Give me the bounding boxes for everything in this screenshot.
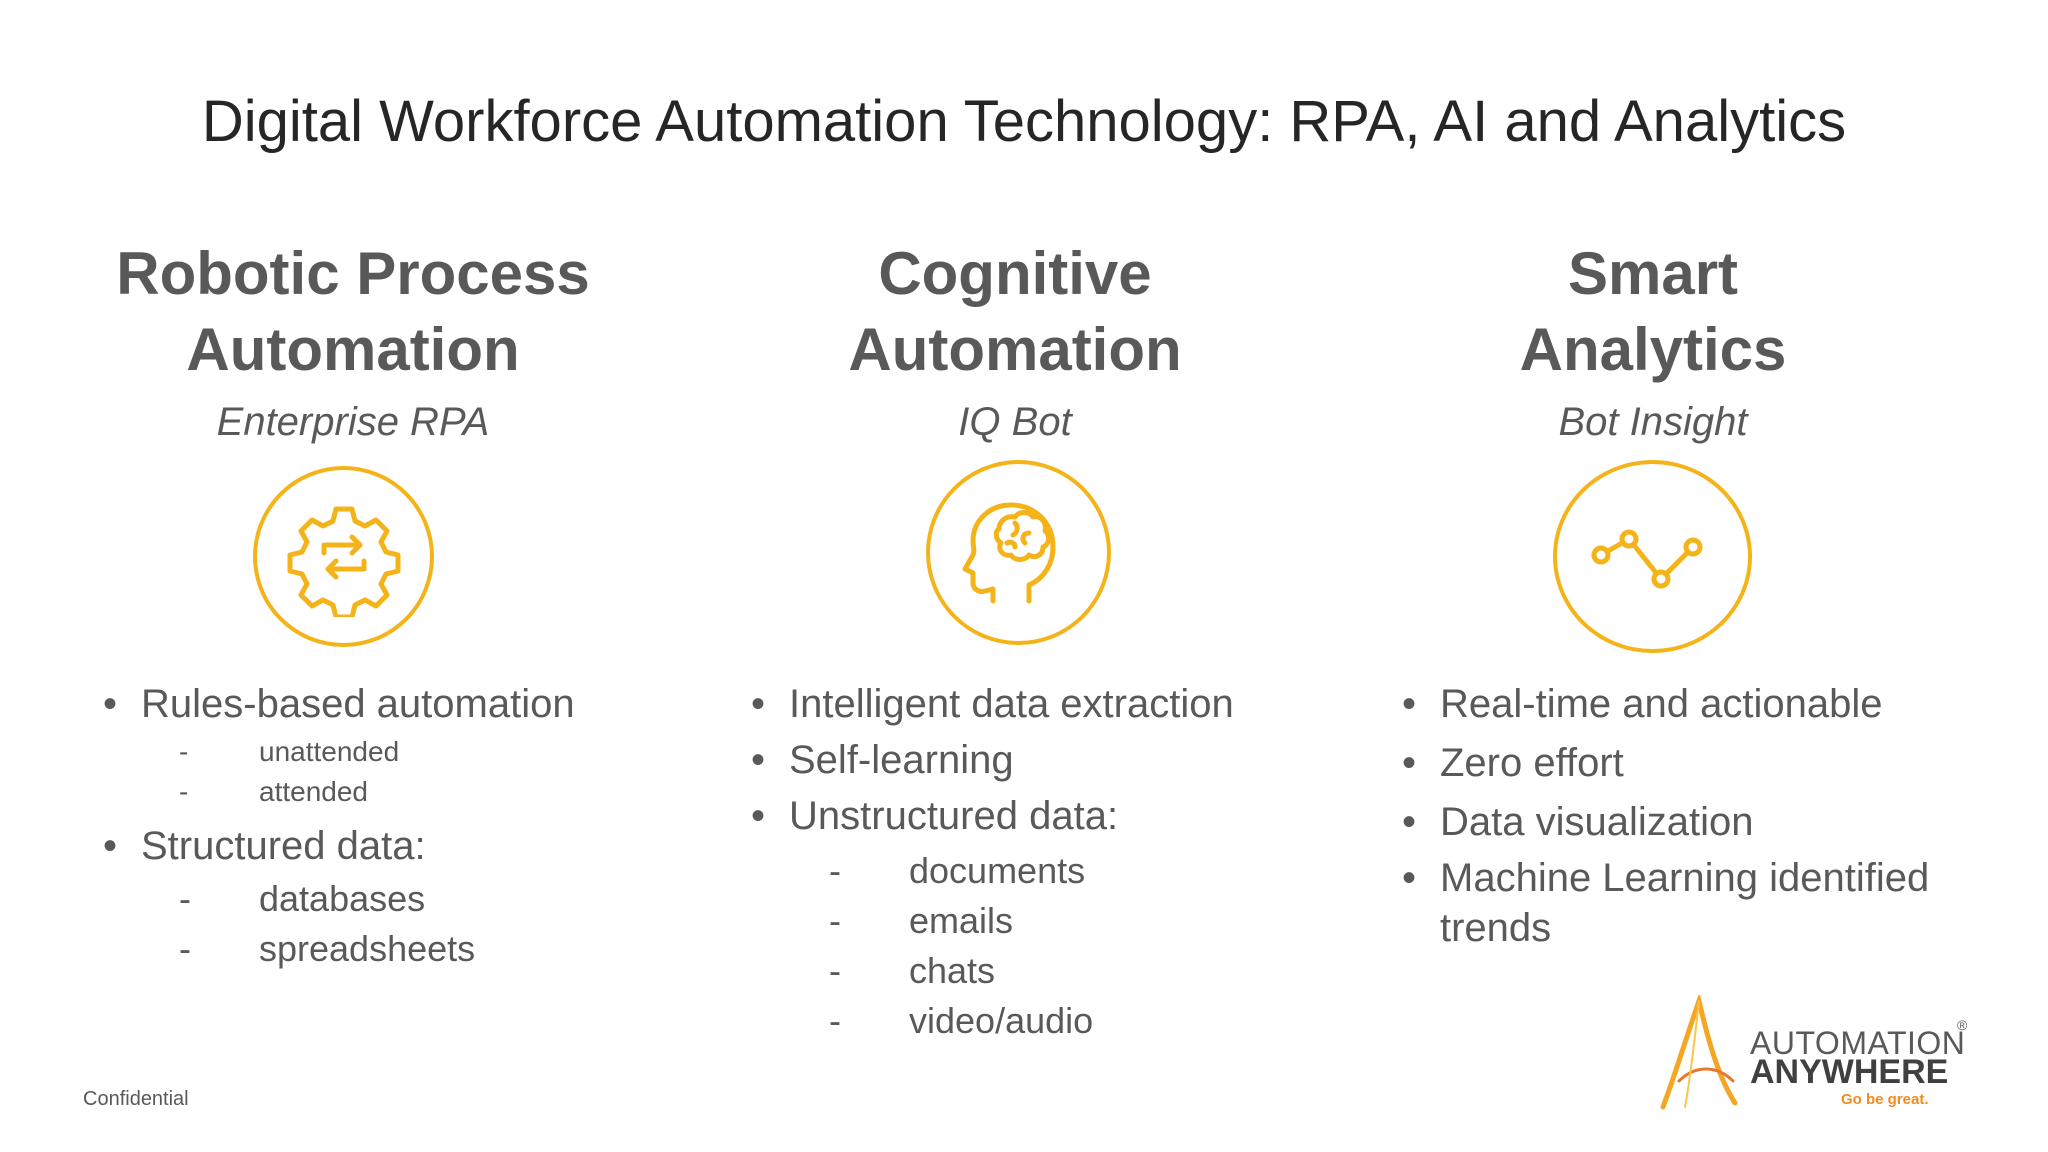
list-subitem: video/audio <box>829 996 1311 1046</box>
confidential-label: Confidential <box>83 1088 189 1110</box>
bullet-list-analytics: Real-time and actionable Zero effort Dat… <box>1402 676 1982 953</box>
bullet-list-cognitive: Intelligent data extraction Self-learnin… <box>751 676 1311 1046</box>
subitem-text: chats <box>909 950 996 991</box>
list-item: Real-time and actionable <box>1402 676 1982 732</box>
subitem-text: emails <box>909 900 1014 941</box>
heading-line1: Smart <box>1567 240 1739 307</box>
list-subitem: chats <box>829 946 1311 996</box>
list-item: Rules-based automation <box>103 676 623 732</box>
subitem-text: spreadsheets <box>259 928 476 969</box>
subitem-text: unattended <box>259 736 400 767</box>
gear-sync-icon <box>253 466 434 647</box>
column-heading: Smart Analytics <box>1403 236 1903 388</box>
list-item: Unstructured data: <box>751 788 1311 844</box>
column-rpa: Robotic Process Automation Enterprise RP… <box>103 236 603 445</box>
logo-a-mark-icon <box>1660 995 1738 1110</box>
list-subitem: databases <box>179 874 623 924</box>
automation-anywhere-logo: AUTOMATION ® ANYWHERE Go be great. <box>1655 995 1975 1120</box>
column-cognitive: Cognitive Automation IQ Bot <box>765 236 1265 445</box>
column-subtitle: IQ Bot <box>958 400 1072 444</box>
logo-text-automation: AUTOMATION <box>1750 1025 1966 1061</box>
heading-line2: Automation <box>186 316 520 383</box>
list-subitem: emails <box>829 896 1311 946</box>
list-item: Structured data: <box>103 818 623 874</box>
subitem-text: databases <box>259 878 426 919</box>
slide-title: Digital Workforce Automation Technology:… <box>201 89 1847 154</box>
list-item: Machine Learning identified trends <box>1402 853 1982 953</box>
column-analytics: Smart Analytics Bot Insight <box>1403 236 1903 445</box>
heading-line2: Analytics <box>1519 316 1787 383</box>
list-item: Intelligent data extraction <box>751 676 1311 732</box>
column-subtitle: Bot Insight <box>1558 400 1748 444</box>
line-chart-icon <box>1553 460 1752 653</box>
heading-line1: Robotic Process <box>116 240 590 307</box>
column-heading: Robotic Process Automation <box>103 236 603 388</box>
list-subitem: attended <box>179 772 623 812</box>
list-subitem: documents <box>829 846 1311 896</box>
heading-line2: Automation <box>848 316 1182 383</box>
list-item: Data visualization <box>1402 794 1982 850</box>
logo-text-anywhere: ANYWHERE <box>1750 1053 1949 1091</box>
list-item: Zero effort <box>1402 735 1982 791</box>
subitem-text: documents <box>909 850 1086 891</box>
column-subtitle: Enterprise RPA <box>216 400 490 444</box>
list-subitem: unattended <box>179 732 623 772</box>
subitem-text: video/audio <box>909 1000 1094 1041</box>
logo-tagline: Go be great. <box>1841 1091 1929 1108</box>
bullet-list-rpa: Rules-based automation unattended attend… <box>103 676 623 974</box>
list-item: Self-learning <box>751 732 1311 788</box>
logo-registered-mark: ® <box>1957 1017 1968 1033</box>
brain-head-icon <box>926 460 1111 645</box>
column-heading: Cognitive Automation <box>765 236 1265 388</box>
heading-line1: Cognitive <box>878 240 1152 307</box>
subitem-text: attended <box>259 776 368 807</box>
list-subitem: spreadsheets <box>179 924 623 974</box>
